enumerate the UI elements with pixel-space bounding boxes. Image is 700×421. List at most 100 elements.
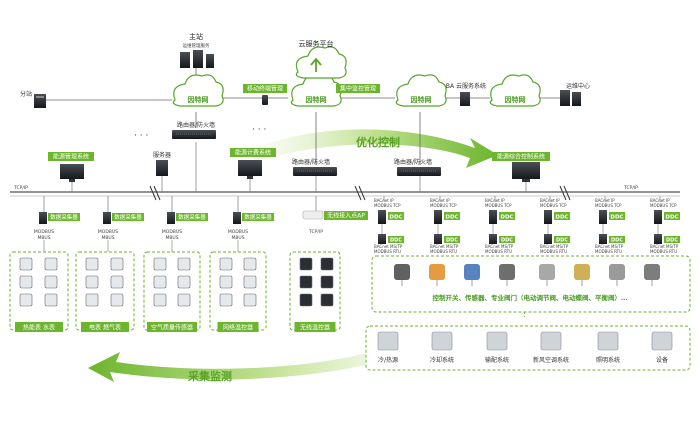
system-equipment-icon bbox=[377, 331, 399, 351]
ellipsis-left: · · · bbox=[134, 131, 148, 141]
system-item-5: 照明系统 bbox=[596, 331, 620, 364]
collector-protocol-1: MODBUS bbox=[34, 229, 54, 235]
control-devices-box: 控制开关、传感器、专业阀门（电动调节阀、电动蝶阀、平衡阀）… bbox=[371, 255, 691, 313]
ddc-controller-icon bbox=[434, 210, 442, 224]
svg-text:无线接入点AP: 无线接入点AP bbox=[327, 212, 365, 220]
ap-protocol-label: TCP/IP bbox=[308, 229, 323, 235]
meter-device-icon bbox=[44, 293, 58, 307]
energy-billing-monitor bbox=[238, 160, 262, 179]
meter-group-border bbox=[75, 251, 135, 331]
ddc-controller-icon bbox=[378, 210, 386, 224]
collector-label: 数据采集器 bbox=[178, 213, 206, 221]
svg-text:集中监控管理: 集中监控管理 bbox=[340, 85, 376, 93]
ddc-controller-icon bbox=[654, 210, 662, 224]
collector-layer: 数据采集器MODBUSMBUS数据采集器MODBUSMBUS数据采集器MODBU… bbox=[9, 212, 341, 332]
dots-separator: ⋮ bbox=[520, 309, 529, 319]
field-device-icon bbox=[539, 264, 555, 280]
ddc-sub-controller-icon bbox=[434, 234, 442, 244]
ddc-bottom-protocol-2: MODBUS RTU bbox=[430, 249, 457, 254]
meter-group-label: 网络温控器 bbox=[223, 324, 253, 332]
meter-device-icon bbox=[85, 293, 99, 307]
meter-device-icon bbox=[110, 257, 124, 271]
wireless-ap-device bbox=[302, 210, 324, 220]
ddc-label: DDC bbox=[389, 215, 402, 221]
ddc-bottom-protocol-2: MODBUS RTU bbox=[595, 249, 622, 254]
meter-device-icon bbox=[299, 257, 313, 271]
internet-label-2: 因特网 bbox=[306, 95, 327, 104]
ddc-top-protocol-1: BACnet IP bbox=[650, 198, 670, 203]
ddc-bottom-protocol-1: BACnet MS/TP bbox=[485, 244, 514, 249]
meter-device-icon bbox=[243, 257, 257, 271]
system-label: 设备 bbox=[656, 356, 668, 364]
collector-protocol-2: MBUS bbox=[37, 235, 50, 241]
tcpip-left-label: TCP/IP bbox=[13, 185, 28, 191]
system-equipment-icon bbox=[597, 331, 619, 351]
ellipsis-right: · · · bbox=[252, 125, 266, 135]
tag-energy-billing: 能源计费系统 bbox=[230, 148, 276, 157]
collector-device-3 bbox=[167, 212, 175, 224]
system-item-3: 输配系统 bbox=[485, 331, 509, 364]
meter-device-icon bbox=[110, 275, 124, 289]
ddc-label: DDC bbox=[556, 238, 568, 244]
meter-group-label: 电表 燃气表 bbox=[89, 324, 121, 332]
collector-protocol-2: MBUS bbox=[231, 235, 244, 241]
router-mid bbox=[293, 167, 337, 176]
ops-center-servers bbox=[560, 90, 581, 106]
systems-box: 冷/热源冷却系统输配系统新风空调系统照明系统设备 bbox=[365, 325, 691, 371]
router-right bbox=[397, 167, 441, 176]
field-devices-caption: 控制开关、传感器、专业阀门（电动调节阀、电动蝶阀、平衡阀）… bbox=[433, 293, 628, 302]
branch-station-label: 分站 bbox=[20, 90, 32, 98]
ddc-sub-controller-icon bbox=[489, 234, 497, 244]
meter-device-icon bbox=[320, 257, 334, 271]
ddc-label: DDC bbox=[665, 215, 678, 221]
field-device-icon bbox=[499, 264, 515, 280]
ddc-sub-controller-icon bbox=[378, 234, 386, 244]
meter-device-icon bbox=[177, 293, 191, 307]
meter-group-5: 无线温控器 bbox=[289, 251, 341, 332]
main-station-sub-label: 运维管理服务 bbox=[183, 42, 210, 49]
meter-device-icon bbox=[320, 293, 334, 307]
ddc-bottom-protocol-2: MODBUS RTU bbox=[650, 249, 677, 254]
field-device-icon bbox=[574, 264, 590, 280]
collection-arrow bbox=[88, 330, 440, 382]
cloud-platform-label: 云服务平台 bbox=[299, 39, 334, 48]
field-device-icon bbox=[464, 264, 480, 280]
ddc-label: DDC bbox=[446, 238, 458, 244]
meter-device-icon bbox=[219, 293, 233, 307]
integrated-control-monitor bbox=[512, 162, 540, 182]
tag-integrated-control: 能源综合控制系统 bbox=[492, 152, 550, 161]
svg-text:移动终端管理: 移动终端管理 bbox=[247, 85, 283, 93]
ddc-sub-controller-icon bbox=[654, 234, 662, 244]
meter-group-3: 空气质量传感器 bbox=[143, 251, 201, 332]
router-left bbox=[172, 130, 216, 139]
svg-text:能源综合控制系统: 能源综合控制系统 bbox=[497, 153, 545, 161]
tag-mobile-terminal: 移动终端管理 bbox=[243, 84, 287, 93]
meter-group-border bbox=[9, 251, 69, 331]
ddc-top-protocol-1: BACnet IP bbox=[430, 198, 450, 203]
ddc-top-protocol-1: BACnet IP bbox=[595, 198, 615, 203]
ddc-bottom-protocol-2: MODBUS RTU bbox=[540, 249, 567, 254]
internet-label-3: 因特网 bbox=[411, 95, 432, 104]
main-station-label: 主站 bbox=[189, 32, 203, 41]
meter-device-icon bbox=[177, 257, 191, 271]
collector-protocol-1: MODBUS bbox=[162, 229, 182, 235]
meter-device-icon bbox=[243, 275, 257, 289]
system-equipment-icon bbox=[540, 331, 562, 351]
ddc-top-protocol-2: MODBUS TCP bbox=[430, 203, 457, 208]
system-equipment-icon bbox=[651, 331, 673, 351]
collector-protocol-2: MBUS bbox=[101, 235, 114, 241]
meter-device-icon bbox=[44, 275, 58, 289]
tag-energy-mgmt: 能源管理系统 bbox=[48, 152, 94, 161]
ddc-bottom-protocol-1: BACnet MS/TP bbox=[374, 244, 403, 249]
tag-wireless-ap: 无线接入点AP bbox=[324, 211, 368, 220]
meter-group-border bbox=[143, 251, 201, 331]
field-device-icon bbox=[394, 264, 410, 280]
